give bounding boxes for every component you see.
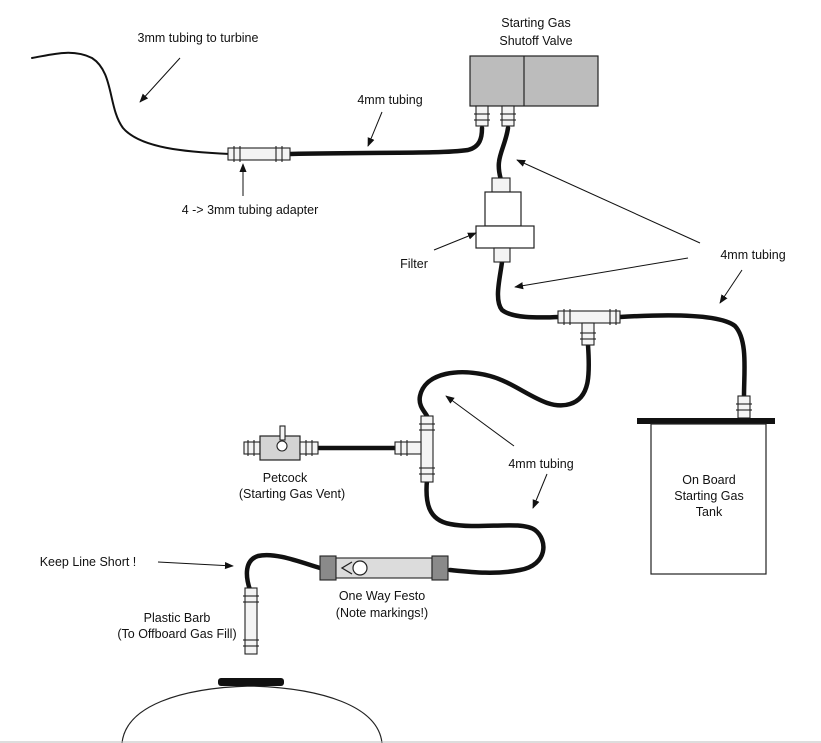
label-valve-line1: Starting Gas bbox=[501, 16, 570, 30]
plastic-barb bbox=[243, 587, 259, 655]
label-4mm-tubing-mid: 4mm tubing bbox=[508, 457, 573, 471]
tubing-tee-to-festo bbox=[424, 477, 546, 575]
tubing-tee-to-tank bbox=[617, 313, 747, 399]
lower-tee-fitting bbox=[394, 415, 435, 483]
arrow-to-turbine-tubing bbox=[139, 57, 181, 103]
upper-tee-fitting bbox=[557, 309, 621, 346]
arrow-to-top-tubing bbox=[367, 111, 383, 147]
label-tank-line3: Tank bbox=[696, 505, 723, 519]
label-tank-line2: Starting Gas bbox=[674, 489, 743, 503]
filter bbox=[475, 177, 535, 263]
tubing-adapter bbox=[227, 146, 291, 162]
label-3mm-tubing-to-turbine: 3mm tubing to turbine bbox=[138, 31, 259, 45]
labels: 3mm tubing to turbine Starting Gas Shuto… bbox=[40, 16, 786, 641]
label-valve-line2: Shutoff Valve bbox=[499, 34, 572, 48]
label-adapter: 4 -> 3mm tubing adapter bbox=[182, 203, 319, 217]
label-keep-line-short: Keep Line Short ! bbox=[40, 555, 137, 569]
arrow-to-filter bbox=[433, 232, 477, 251]
label-4mm-tubing-right: 4mm tubing bbox=[720, 248, 785, 262]
label-barb-line1: Plastic Barb bbox=[144, 611, 211, 625]
one-way-festo-valve bbox=[319, 555, 449, 581]
label-filter: Filter bbox=[400, 257, 428, 271]
label-4mm-tubing-top: 4mm tubing bbox=[357, 93, 422, 107]
tubing-lines bbox=[31, 51, 747, 593]
shutoff-valve bbox=[469, 55, 599, 127]
label-barb-line2: (To Offboard Gas Fill) bbox=[117, 627, 236, 641]
label-petcock-line2: (Starting Gas Vent) bbox=[239, 487, 345, 501]
arrow-to-valve-tubing bbox=[516, 159, 701, 244]
tubing-valve-to-filter bbox=[496, 125, 511, 183]
tubing-3mm-turbine bbox=[31, 51, 231, 155]
label-festo-line2: (Note markings!) bbox=[336, 606, 428, 620]
offboard-gas-container bbox=[0, 678, 821, 743]
arrow-to-loop-tubing bbox=[445, 395, 515, 447]
tubing-festo-to-barb bbox=[244, 552, 323, 593]
arrow-to-festo-tubing bbox=[532, 473, 548, 509]
arrow-to-tank-tubing bbox=[719, 269, 743, 304]
label-tank-line1: On Board bbox=[682, 473, 736, 487]
tubing-tee-to-lower-tee bbox=[417, 342, 592, 419]
valve-port-left bbox=[475, 105, 489, 127]
label-petcock-line1: Petcock bbox=[263, 471, 308, 485]
petcock bbox=[243, 425, 319, 461]
arrow-to-filter-tubing bbox=[514, 257, 689, 290]
tubing-filter-to-tee bbox=[495, 259, 563, 320]
arrow-keep-short bbox=[157, 561, 234, 570]
tubing-adapter-to-valve bbox=[287, 125, 485, 157]
label-festo-line1: One Way Festo bbox=[339, 589, 425, 603]
valve-port-right bbox=[501, 105, 515, 127]
pointer-arrows bbox=[139, 57, 743, 570]
onboard-gas-tank bbox=[637, 395, 775, 575]
